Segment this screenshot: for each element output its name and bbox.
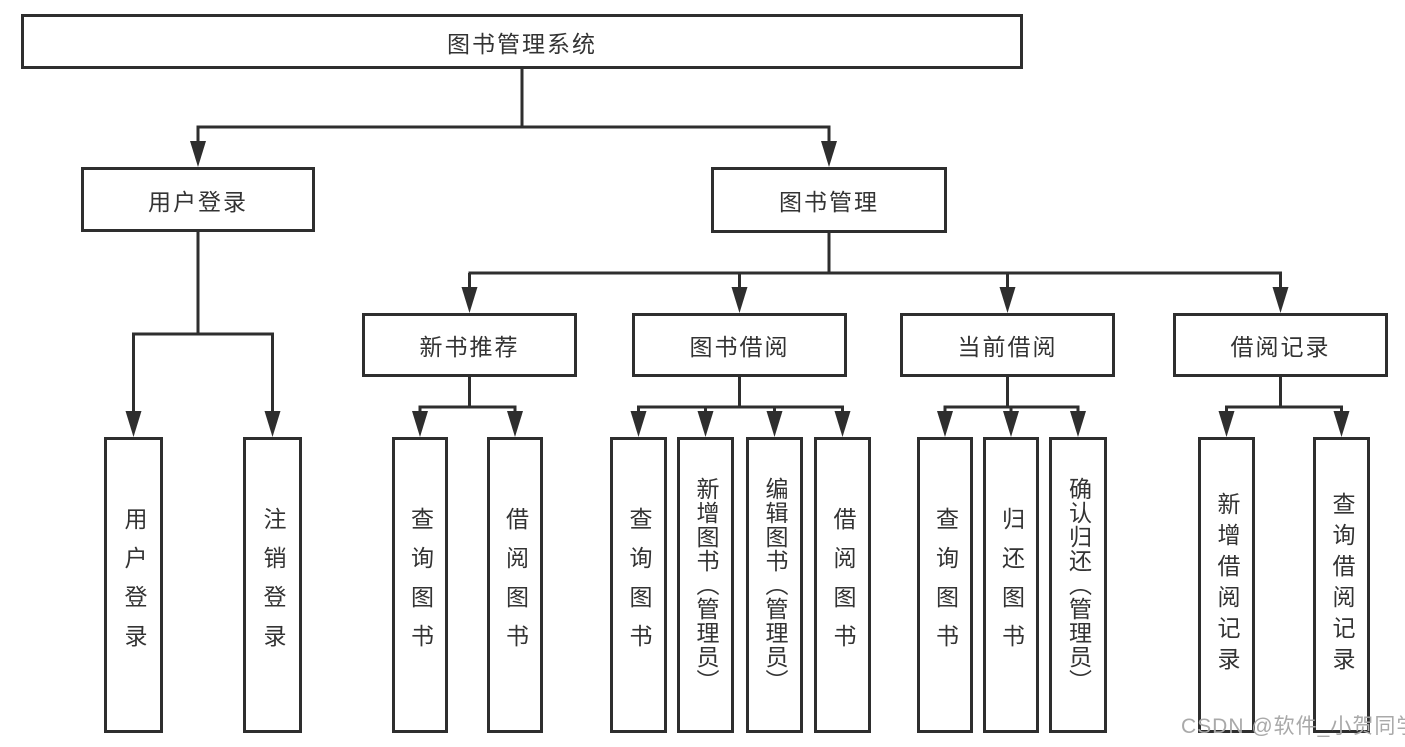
- leaf-user-login: 用户登录: [104, 437, 163, 733]
- node-label: 借阅图书: [502, 507, 529, 663]
- node-label: 编辑图书（管理员）: [762, 477, 788, 693]
- node-new-book-recommend: 新书推荐: [362, 313, 577, 377]
- leaf-newbook-borrow-books: 借阅图书: [487, 437, 543, 733]
- leaf-newbook-query-books: 查询图书: [392, 437, 448, 733]
- leaf-borrowing-add-books-admin: 新增图书（管理员）: [677, 437, 734, 733]
- node-label: 借阅图书: [830, 507, 856, 663]
- leaf-current-confirm-return-admin: 确认归还（管理员）: [1049, 437, 1107, 733]
- node-label: 图书管理: [779, 189, 879, 215]
- node-label: 新增借阅记录: [1214, 492, 1240, 678]
- node-borrowing-records: 借阅记录: [1173, 313, 1388, 377]
- node-label: 注销登录: [260, 507, 286, 663]
- node-user-login: 用户登录: [81, 167, 315, 232]
- leaf-borrowing-borrow-books: 借阅图书: [814, 437, 871, 733]
- node-label: 新书推荐: [419, 334, 520, 360]
- node-label: 查询图书: [932, 507, 959, 663]
- node-label: 用户登录: [148, 188, 248, 215]
- node-current-borrowing: 当前借阅: [900, 313, 1115, 377]
- node-label: 图书借阅: [689, 334, 790, 360]
- leaf-records-query-record: 查询借阅记录: [1313, 437, 1370, 733]
- node-library-management-system: 图书管理系统: [21, 14, 1023, 69]
- node-book-management: 图书管理: [711, 167, 947, 233]
- node-label: 查询借阅记录: [1329, 492, 1355, 678]
- node-label: 用户登录: [121, 507, 147, 663]
- node-label: 图书管理系统: [447, 30, 597, 57]
- leaf-current-query-books: 查询图书: [917, 437, 973, 733]
- node-label: 当前借阅: [957, 334, 1058, 360]
- node-label: 查询图书: [626, 507, 652, 663]
- leaf-current-return-books: 归还图书: [983, 437, 1039, 733]
- node-label: 查询图书: [407, 507, 434, 663]
- leaf-logout-login: 注销登录: [243, 437, 302, 733]
- node-label: 借阅记录: [1230, 334, 1331, 360]
- node-book-borrowing: 图书借阅: [632, 313, 847, 377]
- leaf-borrowing-edit-books-admin: 编辑图书（管理员）: [746, 437, 803, 733]
- node-label: 新增图书（管理员）: [693, 477, 719, 693]
- leaf-records-add-record: 新增借阅记录: [1198, 437, 1255, 733]
- node-label: 归还图书: [998, 507, 1025, 663]
- csdn-watermark: CSDN @软件_小贺同学: [1181, 715, 1405, 738]
- leaf-borrowing-query-books: 查询图书: [610, 437, 667, 733]
- node-label: 确认归还（管理员）: [1065, 477, 1092, 693]
